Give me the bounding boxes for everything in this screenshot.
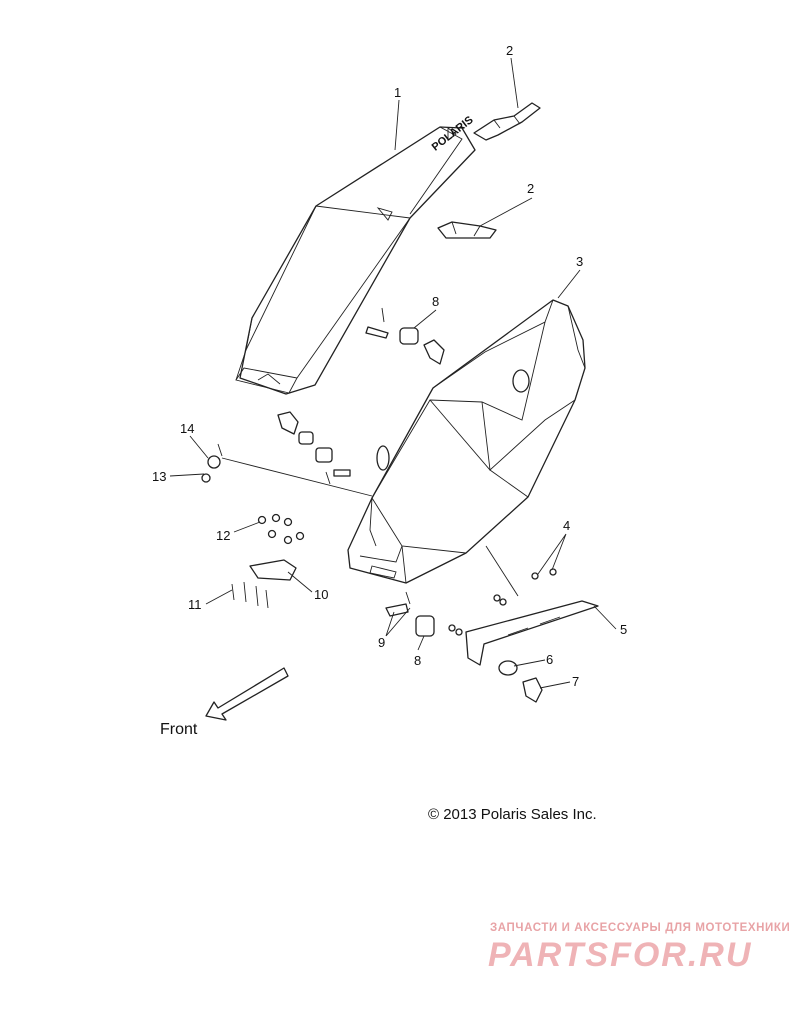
watermark-tagline: ЗАПЧАСТИ И АКСЕССУАРЫ ДЛЯ МОТОТЕХНИКИ	[490, 922, 791, 934]
callout-14: 14	[180, 421, 194, 436]
callout-2-lower: 2	[527, 181, 534, 196]
callout-9: 9	[378, 635, 385, 650]
callout-8-upper: 8	[432, 294, 439, 309]
leader-lines	[169, 57, 617, 689]
callout-5: 5	[620, 622, 627, 637]
front-arrow	[205, 667, 289, 721]
screw-part-4	[448, 568, 557, 636]
callout-2-upper: 2	[506, 43, 513, 58]
grommet-part	[498, 660, 518, 676]
bolt-part	[231, 581, 269, 609]
storage-box-part	[347, 299, 586, 584]
callout-labels: 1 2 2 3 4 5 6 7 8 8 9 10 11 12 13 14	[152, 43, 627, 689]
callout-3: 3	[576, 254, 583, 269]
spacer-part	[298, 327, 435, 637]
callout-4: 4	[563, 518, 570, 533]
callout-10: 10	[314, 587, 328, 602]
callout-13: 13	[152, 469, 166, 484]
pin-part	[325, 307, 411, 617]
callout-11: 11	[188, 597, 202, 612]
callout-8-lower: 8	[414, 653, 421, 668]
callout-12: 12	[216, 528, 230, 543]
latch-part-lower	[437, 221, 497, 239]
clip-part	[522, 677, 543, 703]
front-label: Front	[160, 721, 198, 738]
watermark-brand: PARTSFOR.RU	[488, 936, 753, 974]
callout-6: 6	[546, 652, 553, 667]
callout-7: 7	[572, 674, 579, 689]
plate-part	[249, 559, 297, 581]
copyright-notice: © 2013 Polaris Sales Inc.	[428, 806, 597, 823]
latch-part-upper	[473, 102, 541, 141]
nut-part	[257, 513, 305, 545]
hinge-part-upper	[277, 339, 445, 435]
cable-part	[201, 443, 373, 497]
callout-1: 1	[394, 85, 401, 100]
bracket-part	[465, 600, 599, 666]
